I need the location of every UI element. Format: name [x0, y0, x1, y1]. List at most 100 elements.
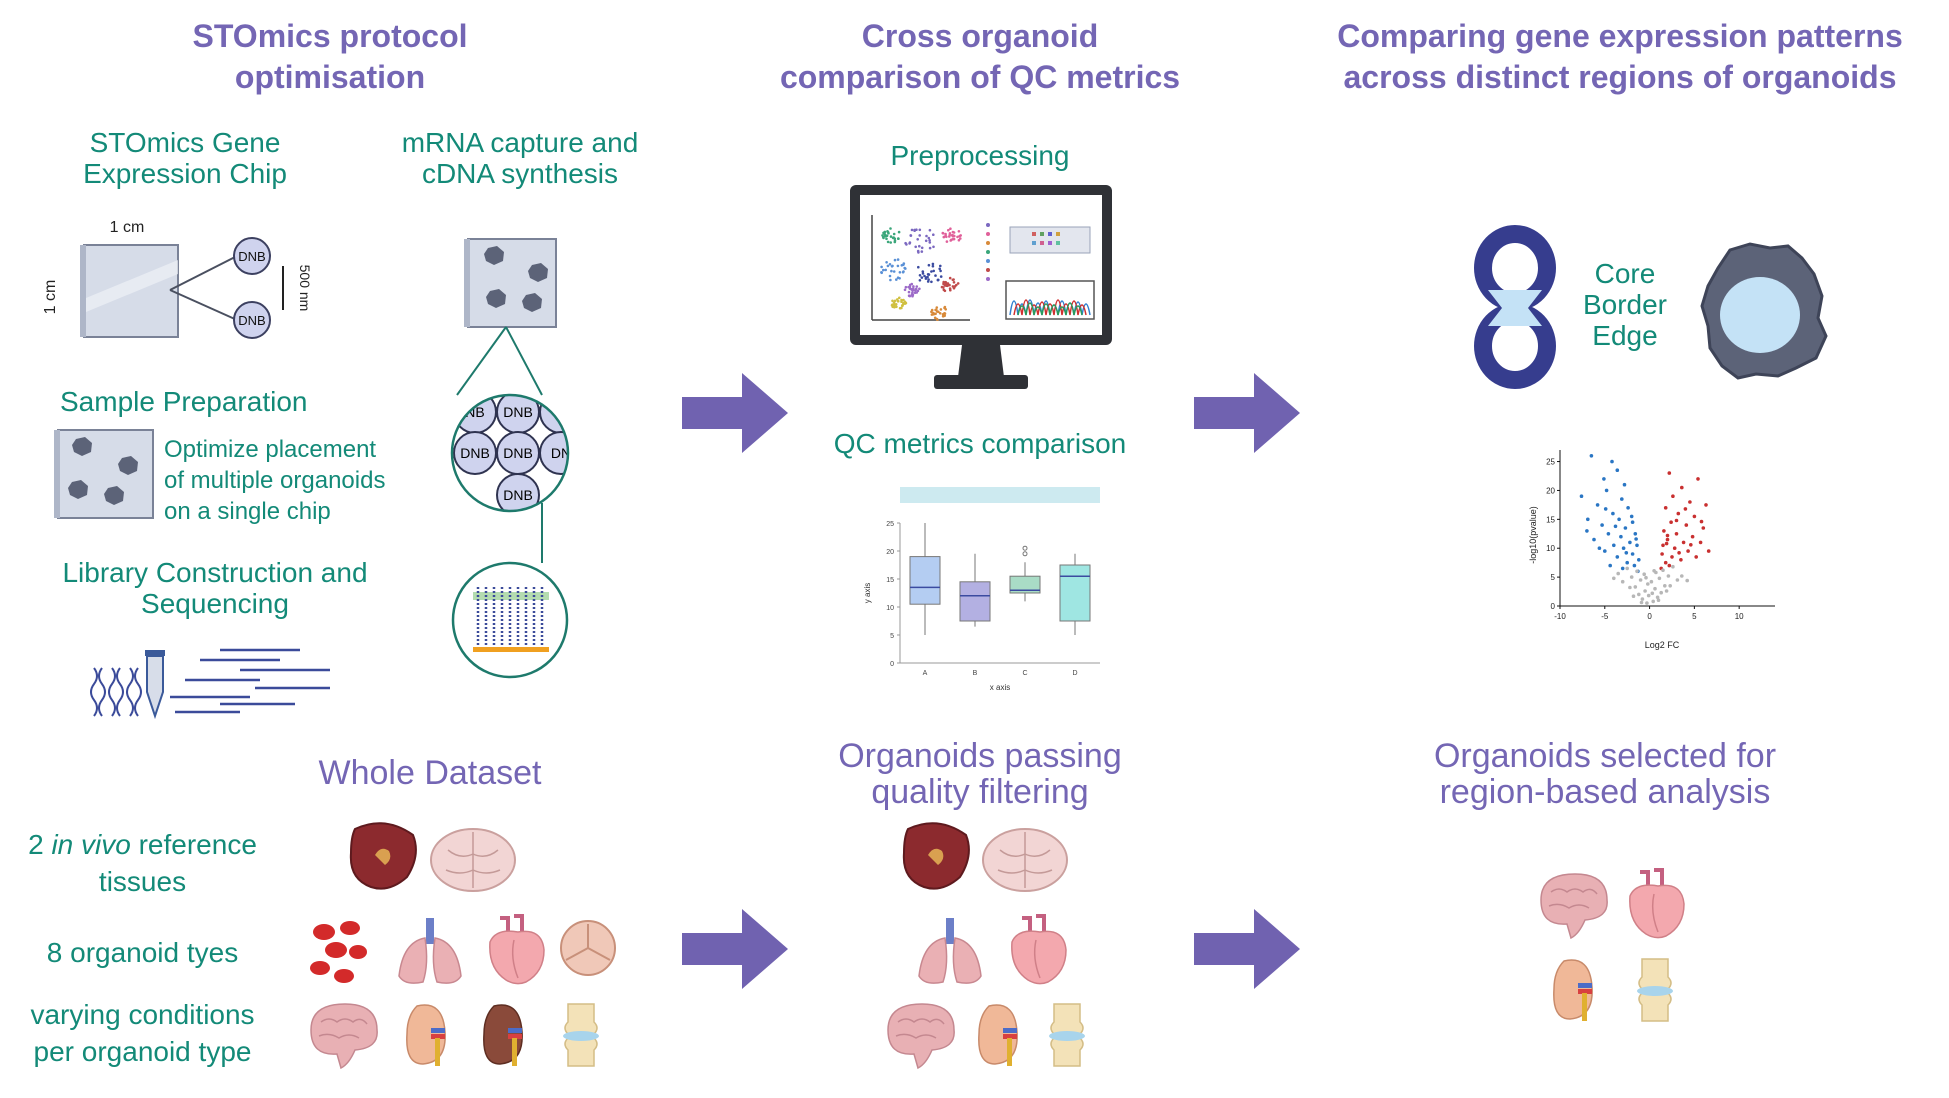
umap-point [939, 275, 943, 278]
umap-point [956, 235, 959, 239]
volcano-point [1621, 546, 1626, 550]
volcano-point [1610, 459, 1614, 464]
umap-point [889, 278, 892, 282]
volcano-point [1606, 532, 1611, 536]
mrna-organoid-3 [486, 289, 506, 308]
volcano-point [1611, 511, 1615, 516]
volcano-point [1602, 477, 1606, 481]
dna-strands-icon [90, 667, 142, 717]
volcano-point [1597, 546, 1602, 550]
volcano-ytick-label: 5 [1551, 573, 1556, 582]
umap-point [890, 269, 893, 273]
chromatogram-traces [1009, 299, 1091, 316]
volcano-points [1579, 454, 1711, 605]
reference-tissues-label: 2 in vivo reference tissues [28, 829, 257, 897]
boxplot-ytick-label: 0 [890, 661, 894, 668]
umap-point [943, 314, 946, 318]
umap-point [918, 274, 922, 277]
volcano-point [1595, 503, 1600, 507]
umap-point [901, 304, 904, 307]
dnb-top-label: DNB [238, 249, 265, 264]
reads-icon [170, 648, 330, 714]
umap-point [945, 240, 949, 243]
umap-point [924, 277, 928, 280]
volcano-point [1674, 518, 1679, 523]
umap-point [938, 312, 942, 315]
volcano-point [1661, 543, 1665, 548]
umap-point [885, 234, 889, 237]
umap-point [928, 228, 932, 232]
volcano-xlabel: Log2 FC [1645, 640, 1680, 650]
volcano-point [1620, 497, 1624, 501]
umap-point [944, 308, 947, 311]
volcano-point [1699, 519, 1704, 524]
qc-comparison-label: QC metrics comparison [833, 428, 1127, 459]
umap-point [921, 270, 925, 273]
volcano-point [1650, 591, 1655, 596]
umap-point [942, 286, 945, 289]
umap-point [908, 241, 912, 244]
arrow-icon [1194, 373, 1300, 453]
volcano-point [1675, 578, 1680, 582]
umap-point [920, 246, 924, 250]
umap-point [897, 230, 901, 234]
volcano-point [1660, 552, 1664, 556]
boxplot-ytick-label: 5 [890, 633, 894, 640]
boxplot-boxes [909, 523, 1091, 635]
capture-probes [473, 587, 549, 652]
volcano-point [1645, 601, 1649, 605]
volcano-point [1683, 507, 1688, 511]
chip-edge [80, 245, 86, 337]
kidney-icon [1553, 959, 1593, 1021]
volcano-point [1655, 595, 1660, 600]
volcano-point [1698, 540, 1703, 545]
umap-point [898, 296, 901, 300]
volcano-point [1613, 524, 1618, 529]
umap-point [930, 310, 933, 314]
boxplot-ytick-label: 10 [886, 605, 894, 612]
volcano-point [1685, 578, 1689, 583]
umap-point [908, 285, 912, 289]
umap-point [898, 277, 901, 280]
volcano-point [1666, 574, 1671, 578]
volcano-ylabel: -log10(pvalue) [1528, 506, 1538, 564]
umap-point [907, 290, 911, 294]
umap-point [924, 239, 928, 243]
umap-point [939, 264, 942, 268]
umap-point [893, 299, 897, 303]
umap-point [896, 299, 900, 303]
umap-point [915, 285, 919, 288]
dnb-cell-label: DN [551, 445, 571, 461]
umap-point [885, 261, 888, 264]
volcano-point [1672, 546, 1677, 550]
umap-point [893, 305, 896, 309]
sample-prep-chip [54, 429, 154, 519]
volcano-point [1637, 558, 1641, 562]
brain-icon [310, 1003, 378, 1070]
volcano-point [1615, 468, 1620, 472]
umap-point [948, 235, 951, 238]
volcano-point [1635, 543, 1639, 548]
volcano-xtick-label: -10 [1554, 612, 1566, 621]
volcano-point [1668, 584, 1672, 588]
dnb-bottom [233, 301, 271, 339]
volcano-point [1669, 520, 1673, 524]
heart-valve-icon [560, 920, 616, 976]
umap-point [892, 232, 896, 236]
volcano-point [1644, 575, 1648, 580]
preprocessing-label: Preprocessing [890, 140, 1070, 171]
umap-point [934, 274, 937, 277]
volcano-point [1686, 549, 1690, 553]
umap-point [918, 244, 921, 248]
umap-point [892, 270, 896, 273]
umap-point [951, 278, 955, 282]
kidney-icon [978, 1004, 1018, 1066]
umap-point [950, 233, 954, 237]
volcano-point [1671, 564, 1675, 569]
volcano-point [1617, 517, 1621, 522]
mrna-organoid-4 [522, 293, 542, 312]
